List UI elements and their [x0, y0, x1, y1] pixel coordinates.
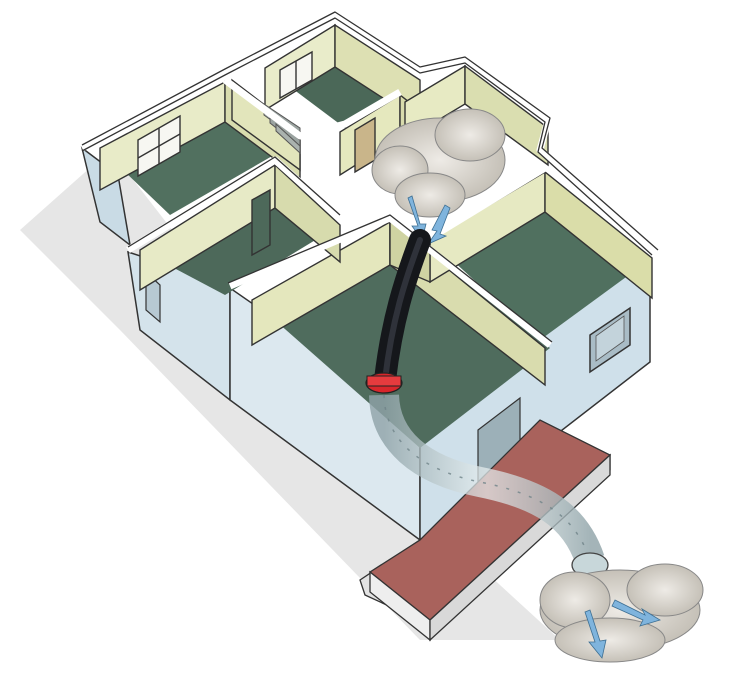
dust-cloud-outside	[540, 564, 703, 662]
